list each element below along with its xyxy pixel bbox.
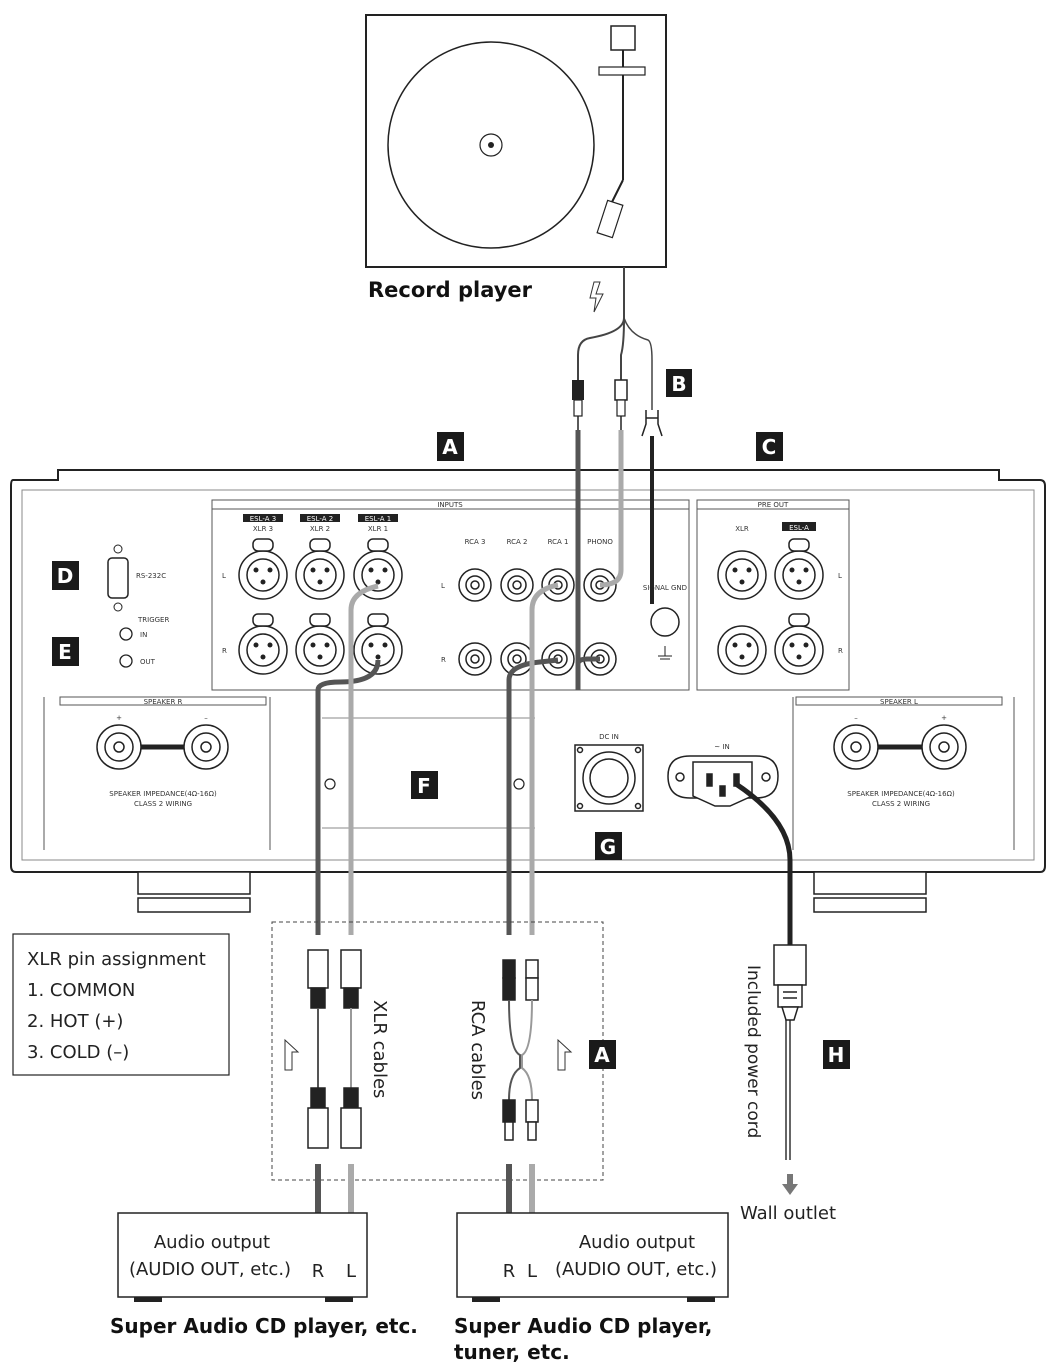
rs232c-label: RS-232C bbox=[136, 572, 166, 580]
trigger-in-label: IN bbox=[140, 631, 147, 639]
source-device-left: Audio output (AUDIO OUT, etc.) R L bbox=[117, 1212, 368, 1302]
xlr-pin-2: 2. HOT (+) bbox=[27, 1011, 123, 1032]
speaker-l-impedance: SPEAKER IMPEDANCE(4Ω-16Ω) bbox=[847, 790, 955, 798]
trigger-label: TRIGGER bbox=[137, 616, 169, 624]
right-audio-output: Audio output bbox=[579, 1232, 695, 1253]
xlr-pin-title: XLR pin assignment bbox=[27, 949, 206, 970]
xlr-cable-set bbox=[307, 949, 362, 1149]
down-arrow-icon bbox=[782, 1174, 798, 1195]
rs232c-port bbox=[107, 557, 129, 599]
signal-gnd-terminal bbox=[650, 607, 680, 637]
pre-out-r-label: R bbox=[838, 647, 843, 655]
rca-cables-to-panel bbox=[506, 582, 559, 935]
xlr-input-jacks bbox=[238, 538, 403, 675]
speaker-l-minus: – bbox=[854, 714, 858, 722]
callout-a-top-label: A bbox=[442, 435, 458, 459]
trigger-out-label: OUT bbox=[140, 658, 156, 666]
pre-out-jacks bbox=[717, 538, 824, 675]
rca-cable-set bbox=[502, 959, 539, 1141]
rca-cables-label: RCA cables bbox=[467, 1000, 488, 1100]
record-player bbox=[365, 14, 667, 318]
left-device-label: Super Audio CD player, etc. bbox=[110, 1314, 418, 1338]
power-cord bbox=[734, 781, 793, 1160]
pre-out-xlr-label: XLR bbox=[735, 525, 749, 533]
esl-a3-label: ESL-A 3 bbox=[250, 515, 276, 523]
xlr2-label: XLR 2 bbox=[310, 525, 330, 533]
signal-gnd-label: SIGNAL GND bbox=[643, 584, 687, 592]
trigger-in-jack bbox=[119, 627, 133, 641]
dc-in-connector bbox=[574, 744, 644, 812]
power-plug bbox=[773, 944, 807, 1021]
amplifier-rear-panel: INPUTS PRE OUT ESL-A 3 ESL-A 2 ESL-A 1 X… bbox=[10, 469, 1046, 913]
speaker-r-class2: CLASS 2 WIRING bbox=[134, 800, 192, 808]
callout-b-label: B bbox=[671, 372, 686, 396]
source-device-right: Audio output (AUDIO OUT, etc.) R L bbox=[456, 1212, 729, 1302]
rca-row-r-label: R bbox=[441, 656, 446, 664]
esl-a2-label: ESL-A 2 bbox=[307, 515, 333, 523]
speaker-l-label: SPEAKER L bbox=[880, 698, 918, 706]
pre-out-header: PRE OUT bbox=[758, 501, 789, 509]
speaker-l-plus: + bbox=[941, 714, 947, 722]
rca1-label: RCA 1 bbox=[548, 538, 569, 546]
callout-d-label: D bbox=[57, 564, 74, 588]
dc-in-label: DC IN bbox=[599, 733, 619, 741]
callout-c: C bbox=[756, 432, 783, 461]
inputs-header: INPUTS bbox=[437, 501, 463, 509]
right-device-label-2: tuner, etc. bbox=[454, 1340, 570, 1364]
record-player-label: Record player bbox=[368, 278, 533, 302]
left-audio-output: Audio output bbox=[154, 1232, 270, 1253]
speaker-r-terminals bbox=[96, 724, 229, 770]
xlr-pin-box bbox=[12, 933, 230, 1076]
left-r-label: R bbox=[312, 1261, 325, 1282]
speaker-l-class2: CLASS 2 WIRING bbox=[872, 800, 930, 808]
callout-g-label: G bbox=[600, 835, 616, 859]
xlr-cables-to-panel bbox=[315, 583, 381, 935]
phono-cable bbox=[572, 317, 663, 437]
callout-a-top: A bbox=[437, 432, 464, 461]
callout-c-label: C bbox=[762, 435, 777, 459]
pre-out-esl-a-label: ESL-A bbox=[789, 524, 809, 532]
right-l-label: L bbox=[527, 1261, 537, 1282]
xlr3-label: XLR 3 bbox=[253, 525, 273, 533]
speaker-l-terminals bbox=[833, 724, 967, 770]
rca3-label: RCA 3 bbox=[465, 538, 486, 546]
trigger-out-jack bbox=[119, 654, 133, 668]
rca-arrow-icon bbox=[557, 1038, 573, 1071]
speaker-r-plus: + bbox=[116, 714, 122, 722]
esl-a1-label: ESL-A 1 bbox=[365, 515, 391, 523]
xlr-cables-label: XLR cables bbox=[369, 1000, 390, 1098]
rca2-label: RCA 2 bbox=[507, 538, 528, 546]
callout-h-label: H bbox=[828, 1043, 845, 1067]
pre-out-l-label: L bbox=[838, 572, 842, 580]
right-audio-out-etc: (AUDIO OUT, etc.) bbox=[555, 1259, 717, 1280]
callout-f-label: F bbox=[417, 774, 431, 798]
xlr-row-r-label: R bbox=[222, 647, 227, 655]
phono-cables-to-panel bbox=[575, 430, 654, 690]
xlr-arrow-icon bbox=[284, 1038, 300, 1071]
speaker-r-label: SPEAKER R bbox=[144, 698, 183, 706]
signal-arrow-icon bbox=[589, 281, 604, 313]
xlr1-label: XLR 1 bbox=[368, 525, 388, 533]
speaker-r-minus: – bbox=[204, 714, 208, 722]
phono-label: PHONO bbox=[587, 538, 613, 546]
speaker-r-impedance: SPEAKER IMPEDANCE(4Ω-16Ω) bbox=[109, 790, 217, 798]
callout-b: B bbox=[666, 369, 692, 397]
ground-icon bbox=[658, 646, 672, 660]
callout-a-bottom-label: A bbox=[594, 1043, 610, 1067]
xlr-row-l-label: L bbox=[222, 572, 226, 580]
rca-row-l-label: L bbox=[441, 582, 445, 590]
xlr-pin-1: 1. COMMON bbox=[27, 980, 135, 1001]
left-l-label: L bbox=[346, 1261, 356, 1282]
right-r-label: R bbox=[503, 1261, 516, 1282]
wall-outlet-label: Wall outlet bbox=[740, 1203, 836, 1224]
ac-inlet bbox=[667, 755, 779, 807]
left-audio-out-etc: (AUDIO OUT, etc.) bbox=[129, 1259, 291, 1280]
callout-e-label: E bbox=[58, 640, 72, 664]
ac-in-label: ~ IN bbox=[714, 743, 729, 751]
power-cord-label: Included power cord bbox=[743, 965, 763, 1138]
right-device-label-1: Super Audio CD player, bbox=[454, 1314, 712, 1338]
xlr-pin-3: 3. COLD (–) bbox=[27, 1042, 129, 1063]
